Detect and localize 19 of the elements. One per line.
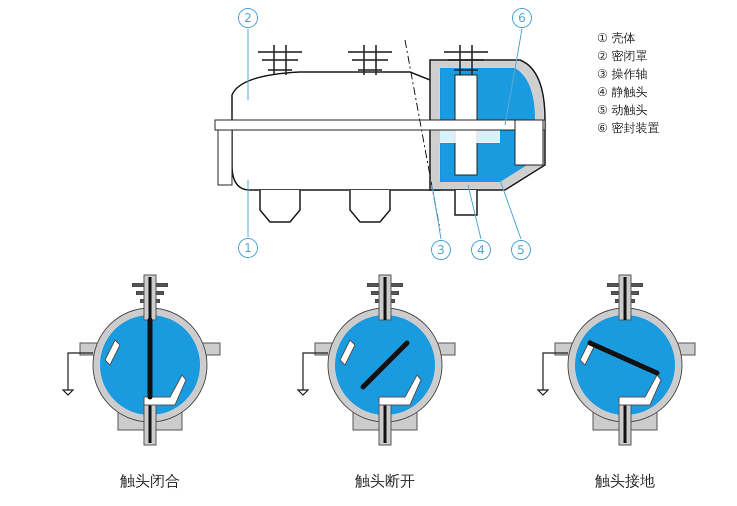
drawing-caption: 触头闭合 — [120, 472, 180, 491]
drawing-caption: 触头接地 — [595, 472, 655, 491]
legend-entry: ② 密闭罩 — [597, 48, 648, 65]
legend-entry: ④ 静触头 — [597, 84, 648, 101]
leader-line — [468, 184, 482, 240]
callout-number: 5 — [511, 240, 531, 260]
callout-number: 3 — [431, 240, 451, 260]
legend-entry: ⑥ 密封装置 — [597, 120, 660, 137]
leader-line — [504, 28, 522, 126]
leader-line — [500, 180, 522, 240]
leader-line — [432, 184, 442, 240]
drawing-caption: 触头断开 — [355, 472, 415, 491]
callout-number: 4 — [471, 240, 491, 260]
legend-entry: ① 壳体 — [597, 30, 636, 47]
callout-number: 6 — [512, 8, 532, 28]
legend-entry: ③ 操作轴 — [597, 66, 648, 83]
legend-entry: ⑤ 动触头 — [597, 102, 648, 119]
callout-number: 2 — [238, 8, 258, 28]
callout-number: 1 — [238, 238, 258, 258]
